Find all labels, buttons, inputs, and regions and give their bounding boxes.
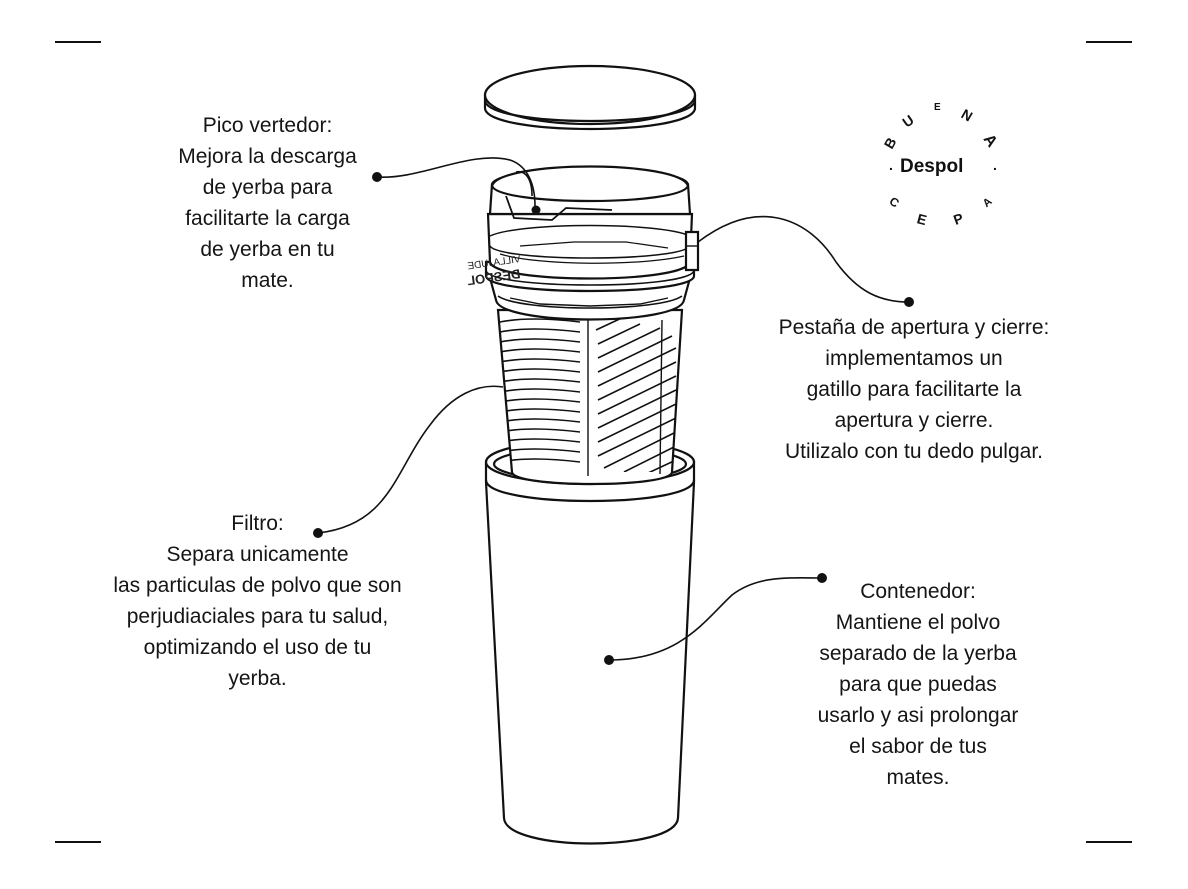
leader-line-pico (376, 157, 536, 207)
leader-line-contenedor (608, 577, 823, 661)
leader-line-pestana (697, 215, 910, 303)
label-pico-line: Mejora la descarga (178, 145, 357, 168)
crop-marks (55, 41, 1132, 843)
label-pestana-line: Utilizalo con tu dedo pulgar. (785, 440, 1043, 463)
label-pestana-line: gatillo para facilitarte la (806, 378, 1022, 401)
leader-dot-pico-end (531, 205, 541, 215)
logo-dot-left: . (889, 157, 893, 173)
leader-dot-contenedor-start (604, 655, 614, 665)
leader-line-filtro (317, 385, 504, 534)
filter (496, 308, 684, 486)
lid (483, 64, 697, 131)
filter-engraving: DESPOL VILLAJUDE (466, 254, 521, 288)
filter-head (484, 165, 700, 321)
brand-logo: B U E N A . Despol . C E P A (881, 102, 1001, 228)
label-pestana-line: apertura y cierre. (834, 409, 994, 432)
logo-brand-name: Despol (900, 156, 963, 177)
leader-dot-pico-start (372, 172, 382, 182)
label-pico-line: facilitarte la carga (185, 207, 350, 230)
label-pico-line: de yerba en tu (200, 238, 335, 261)
label-filtro-line: Separa unicamente (166, 543, 349, 566)
logo-bottom-letter-e: E (915, 210, 928, 228)
engraving-line-1: DESPOL (466, 266, 521, 288)
label-filtro-title: Filtro: (231, 512, 284, 535)
label-contenedor-title: Contenedor: (860, 580, 976, 603)
leader-dot-contenedor-end (817, 573, 827, 583)
label-filtro-line: optimizando el uso de tu (143, 636, 372, 659)
label-pestana: Pestaña de apertura y cierre: implementa… (755, 312, 1073, 467)
label-pico-vertedor: Pico vertedor: Mejora la descarga de yer… (140, 110, 395, 296)
label-contenedor: Contenedor: Mantiene el polvo separado d… (790, 576, 1046, 793)
label-filtro-line: perjudiaciales para tu salud, (126, 605, 389, 628)
label-contenedor-line: para que puedas (839, 673, 997, 696)
label-filtro: Filtro: Separa unicamente las particulas… (85, 508, 430, 694)
leader-dot-filtro (313, 528, 323, 538)
label-pico-line: mate. (241, 269, 294, 292)
logo-bottom-letter-c: C (887, 194, 902, 211)
label-contenedor-line: separado de la yerba (819, 642, 1017, 665)
label-contenedor-line: usarlo y asi prolongar (817, 704, 1019, 727)
label-pestana-title: Pestaña de apertura y cierre: (778, 316, 1050, 339)
logo-arc-letter-b: B (881, 135, 900, 152)
label-pico-line: de yerba para (202, 176, 333, 199)
label-contenedor-line: el sabor de tus (849, 735, 987, 758)
label-filtro-line: yerba. (228, 667, 287, 690)
label-pico-title: Pico vertedor: (202, 114, 333, 137)
leader-dot-pestana (904, 297, 914, 307)
logo-arc-letter-u: U (899, 112, 916, 131)
logo-dot-right: . (993, 157, 997, 173)
label-contenedor-line: Mantiene el polvo (835, 611, 1001, 634)
logo-bottom-letter-a: A (981, 196, 995, 210)
leader-lines (313, 157, 914, 665)
container-cup (484, 438, 696, 845)
label-filtro-line: las particulas de polvo que son (113, 574, 402, 597)
label-pestana-line: implementamos un (825, 347, 1003, 370)
logo-arc-letter-e: E (934, 102, 941, 113)
logo-bottom-letter-p: P (951, 210, 965, 228)
logo-arc-letter-a: A (980, 131, 1001, 151)
label-contenedor-line: mates. (886, 766, 950, 789)
logo-arc-letter-n: N (959, 106, 976, 125)
